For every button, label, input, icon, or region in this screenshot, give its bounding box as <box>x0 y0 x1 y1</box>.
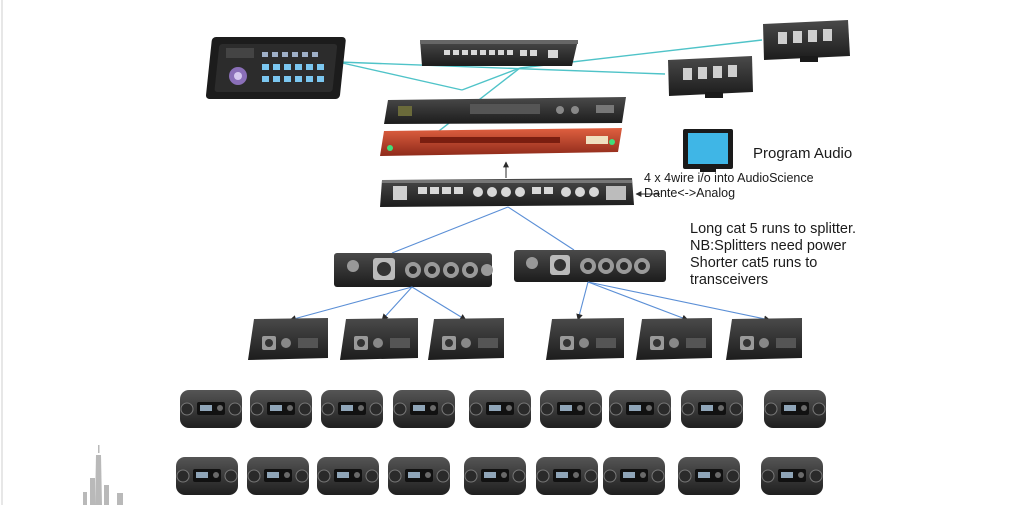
transceiver-icon <box>340 318 418 360</box>
beltpack-icon <box>176 457 238 495</box>
beltpack-icon <box>536 457 598 495</box>
transceiver-icon <box>726 318 802 360</box>
beltpack-icon <box>464 457 526 495</box>
beltpack-icon <box>761 457 823 495</box>
network-link <box>337 61 666 75</box>
four-wire-line: 4 x 4wire i/o into AudioScience <box>644 171 814 185</box>
beltpack-icon <box>609 390 671 428</box>
program-audio-label: Program Audio <box>753 145 853 162</box>
beltpack-row-1 <box>180 390 826 428</box>
transceiver-row <box>248 318 802 360</box>
transceiver-icon <box>636 318 712 360</box>
notes-line: Shorter cat5 runs to <box>690 255 818 271</box>
network-link <box>337 61 463 91</box>
beltpack-icon <box>540 390 602 428</box>
notes-line: NB:Splitters need power <box>690 238 847 254</box>
stagebox-icon <box>763 20 850 62</box>
dante-interface-icon <box>380 178 634 207</box>
notes-line: transceivers <box>690 272 769 288</box>
control-panel-icon <box>205 37 346 99</box>
beltpack-icon <box>388 457 450 495</box>
beltpack-icon <box>180 390 242 428</box>
transceiver-icon <box>248 318 328 360</box>
beltpack-icon <box>764 390 826 428</box>
rack-processor-icon <box>384 97 626 124</box>
beltpack-icon <box>247 457 309 495</box>
network-link <box>461 67 521 91</box>
transceiver-icon <box>428 318 504 360</box>
audio-interface-icon <box>380 128 622 156</box>
transceiver-icon <box>546 318 624 360</box>
monitor-icon <box>683 129 733 172</box>
splitter-icon <box>514 250 666 282</box>
notes-line: Long cat 5 runs to splitter. <box>690 221 857 237</box>
splitter-icon <box>334 253 493 287</box>
beltpack-icon <box>469 390 531 428</box>
city-skyline-icon <box>83 445 123 505</box>
beltpack-icon <box>681 390 743 428</box>
network-switch-icon <box>420 40 578 66</box>
beltpack-icon <box>250 390 312 428</box>
beltpack-icon <box>393 390 455 428</box>
beltpack-row-2 <box>176 457 823 495</box>
four-wire-label: 4 x 4wire i/o into AudioScience Dante<->… <box>644 171 814 201</box>
beltpack-icon <box>603 457 665 495</box>
beltpack-icon <box>317 457 379 495</box>
cabling-notes: Long cat 5 runs to splitter. NB:Splitter… <box>690 221 856 289</box>
cat5-short-runs <box>289 281 771 323</box>
beltpack-icon <box>321 390 383 428</box>
four-wire-line: Dante<->Analog <box>644 186 736 200</box>
cat5-long-runs <box>391 206 575 254</box>
beltpack-icon <box>678 457 740 495</box>
stagebox-icon <box>668 56 753 98</box>
